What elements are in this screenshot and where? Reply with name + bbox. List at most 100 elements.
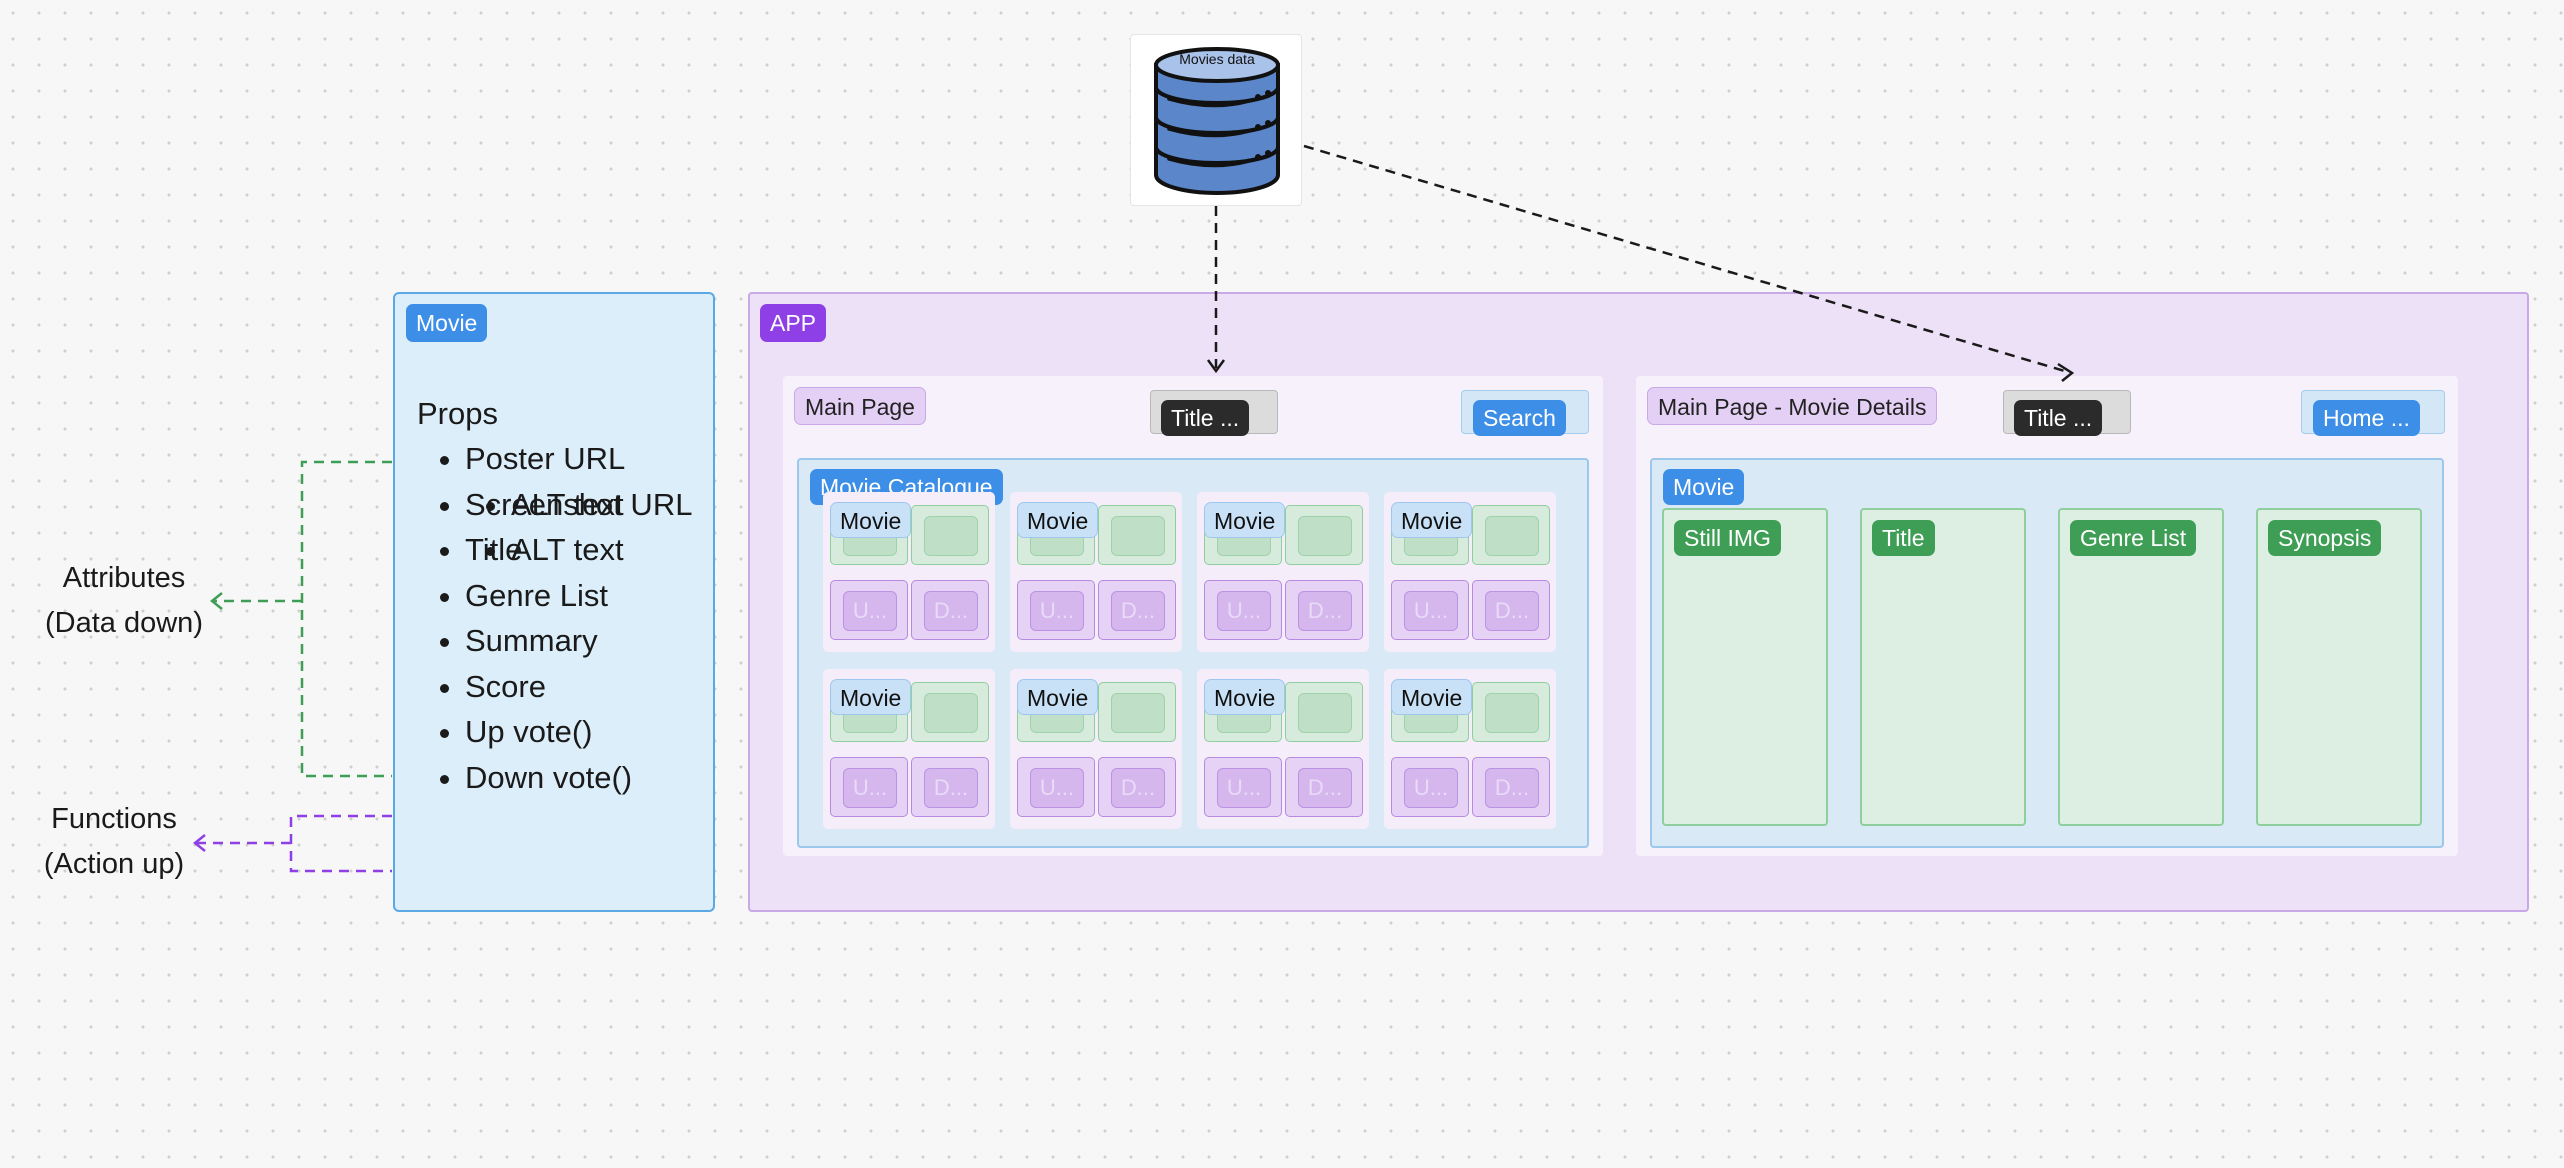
movie-card-slot-inner: D... bbox=[1298, 768, 1352, 808]
database-icon bbox=[1154, 47, 1280, 195]
movie-card-slot-inner: D... bbox=[1298, 591, 1352, 631]
movie-card-slot-inner: D... bbox=[1111, 591, 1165, 631]
movie-card-tag: Movie bbox=[830, 679, 912, 715]
movie-props-panel[interactable]: Movie Props Poster URL ALT text Screensh… bbox=[393, 292, 715, 912]
movie-card-slot-inner bbox=[1111, 693, 1165, 733]
prop-screenshot-url: Screenshot URL ALT text bbox=[465, 482, 692, 568]
movie-card-green-slot bbox=[911, 505, 989, 565]
movie-card-green-slot bbox=[1098, 682, 1176, 742]
movie-card-slot-inner: U... bbox=[1030, 591, 1084, 631]
movie-card-purple-slot: D... bbox=[1472, 757, 1550, 817]
movie-card-slot-inner: U... bbox=[843, 768, 897, 808]
prop-screenshot-alt-text: ALT text bbox=[511, 527, 692, 573]
movie-card-purple-slot: U... bbox=[1204, 580, 1282, 640]
movie-card-purple-slot: D... bbox=[1472, 580, 1550, 640]
movie-card-purple-slot: U... bbox=[830, 757, 908, 817]
movie-card-tag: Movie bbox=[1204, 502, 1286, 538]
movie-card-tag: Movie bbox=[1017, 679, 1099, 715]
details-movie-frame[interactable]: Movie Still IMG Title Genre List Synopsi… bbox=[1650, 458, 2444, 848]
genre-list-column[interactable]: Genre List bbox=[2058, 508, 2224, 826]
functions-bracket bbox=[196, 814, 392, 873]
movie-card[interactable]: U... D... Movie bbox=[1384, 669, 1556, 829]
movie-card-slot-inner: U... bbox=[843, 591, 897, 631]
movie-card[interactable]: U... D... Movie bbox=[823, 492, 995, 652]
home-holder: Home ... bbox=[2301, 390, 2445, 436]
attributes-bracket bbox=[213, 460, 392, 778]
synopsis-tag: Synopsis bbox=[2268, 520, 2382, 556]
still-img-column[interactable]: Still IMG bbox=[1662, 508, 1828, 826]
main-page[interactable]: Main Page Title ... Search Movie Catalog… bbox=[783, 376, 1603, 856]
movie-card-green-slot bbox=[911, 682, 989, 742]
movie-card[interactable]: U... D... Movie bbox=[1197, 669, 1369, 829]
app-frame[interactable]: APP Main Page Title ... Search Movie Cat… bbox=[748, 292, 2529, 912]
movie-card-purple-slot: U... bbox=[1017, 757, 1095, 817]
movie-card-slot-inner: D... bbox=[924, 768, 978, 808]
details-title-holder: Title ... bbox=[2003, 390, 2131, 436]
movie-card-slot-inner: U... bbox=[1217, 768, 1271, 808]
main-title-holder: Title ... bbox=[1150, 390, 1278, 436]
movie-card-slot-inner bbox=[1298, 516, 1352, 556]
movie-card-purple-slot: U... bbox=[830, 580, 908, 640]
title-column[interactable]: Title bbox=[1860, 508, 2026, 826]
movie-card-tag: Movie bbox=[1391, 679, 1473, 715]
database-label: Movies data bbox=[1179, 51, 1255, 67]
movie-card-purple-slot: D... bbox=[911, 757, 989, 817]
synopsis-column[interactable]: Synopsis bbox=[2256, 508, 2422, 826]
prop-summary: Summary bbox=[465, 618, 692, 664]
movie-card-slot-inner bbox=[1485, 516, 1539, 556]
movie-card-slot-inner: U... bbox=[1404, 768, 1458, 808]
movie-card-tag: Movie bbox=[1017, 502, 1099, 538]
movie-card-green-slot bbox=[1285, 682, 1363, 742]
movie-card[interactable]: U... D... Movie bbox=[1010, 669, 1182, 829]
movie-card-slot-inner: D... bbox=[924, 591, 978, 631]
search-button[interactable]: Search bbox=[1473, 400, 1566, 436]
props-title: Props bbox=[417, 396, 498, 431]
movie-card-green-slot bbox=[1472, 505, 1550, 565]
prop-poster-alt-text: ALT text bbox=[511, 482, 692, 528]
details-page[interactable]: Main Page - Movie Details Title ... Home… bbox=[1636, 376, 2458, 856]
movie-card-green-slot bbox=[1472, 682, 1550, 742]
app-tag: APP bbox=[760, 304, 827, 342]
movie-card-slot-inner bbox=[1111, 516, 1165, 556]
movie-card[interactable]: U... D... Movie bbox=[1384, 492, 1556, 652]
movie-card-slot-inner: U... bbox=[1404, 591, 1458, 631]
attributes-label: Attributes (Data down) bbox=[45, 562, 203, 639]
movie-card-slot-inner bbox=[924, 693, 978, 733]
movie-card-slot-inner: U... bbox=[1030, 768, 1084, 808]
props-list: Poster URL ALT text Screenshot URL ALT t… bbox=[427, 436, 692, 800]
still-img-tag: Still IMG bbox=[1674, 520, 1781, 556]
genre-list-tag: Genre List bbox=[2070, 520, 2197, 556]
movie-card-slot-inner bbox=[1298, 693, 1352, 733]
home-button[interactable]: Home ... bbox=[2313, 400, 2420, 436]
movie-card-purple-slot: D... bbox=[1098, 757, 1176, 817]
movie-card-slot-inner bbox=[1485, 693, 1539, 733]
movie-card-slot-inner: D... bbox=[1485, 768, 1539, 808]
movie-card[interactable]: U... D... Movie bbox=[1197, 492, 1369, 652]
movie-card-purple-slot: U... bbox=[1391, 757, 1469, 817]
prop-up-vote: Up vote() bbox=[465, 709, 692, 755]
movie-card-purple-slot: U... bbox=[1017, 580, 1095, 640]
movie-card-tag: Movie bbox=[830, 502, 912, 538]
movie-card[interactable]: U... D... Movie bbox=[1010, 492, 1182, 652]
prop-down-vote: Down vote() bbox=[465, 755, 692, 801]
prop-poster-url: Poster URL ALT text bbox=[465, 436, 692, 522]
movie-card-slot-inner: D... bbox=[1485, 591, 1539, 631]
movie-card-purple-slot: D... bbox=[1285, 757, 1363, 817]
details-title-button[interactable]: Title ... bbox=[2014, 400, 2103, 436]
movie-card-slot-inner: D... bbox=[1111, 768, 1165, 808]
main-page-tag: Main Page bbox=[794, 387, 926, 425]
prop-score: Score bbox=[465, 664, 692, 710]
main-title-button[interactable]: Title ... bbox=[1161, 400, 1250, 436]
title-tag: Title bbox=[1872, 520, 1935, 556]
movie-card-green-slot bbox=[1098, 505, 1176, 565]
movie-card-purple-slot: U... bbox=[1391, 580, 1469, 640]
movie-card-tag: Movie bbox=[1204, 679, 1286, 715]
movie-component-tag: Movie bbox=[406, 304, 488, 342]
movie-card[interactable]: U... D... Movie bbox=[823, 669, 995, 829]
movies-data-node[interactable]: Movies data bbox=[1130, 34, 1302, 206]
movie-card-tag: Movie bbox=[1391, 502, 1473, 538]
prop-genre-list: Genre List bbox=[465, 573, 692, 619]
prop-title: Title bbox=[465, 527, 692, 573]
movie-card-purple-slot: D... bbox=[911, 580, 989, 640]
